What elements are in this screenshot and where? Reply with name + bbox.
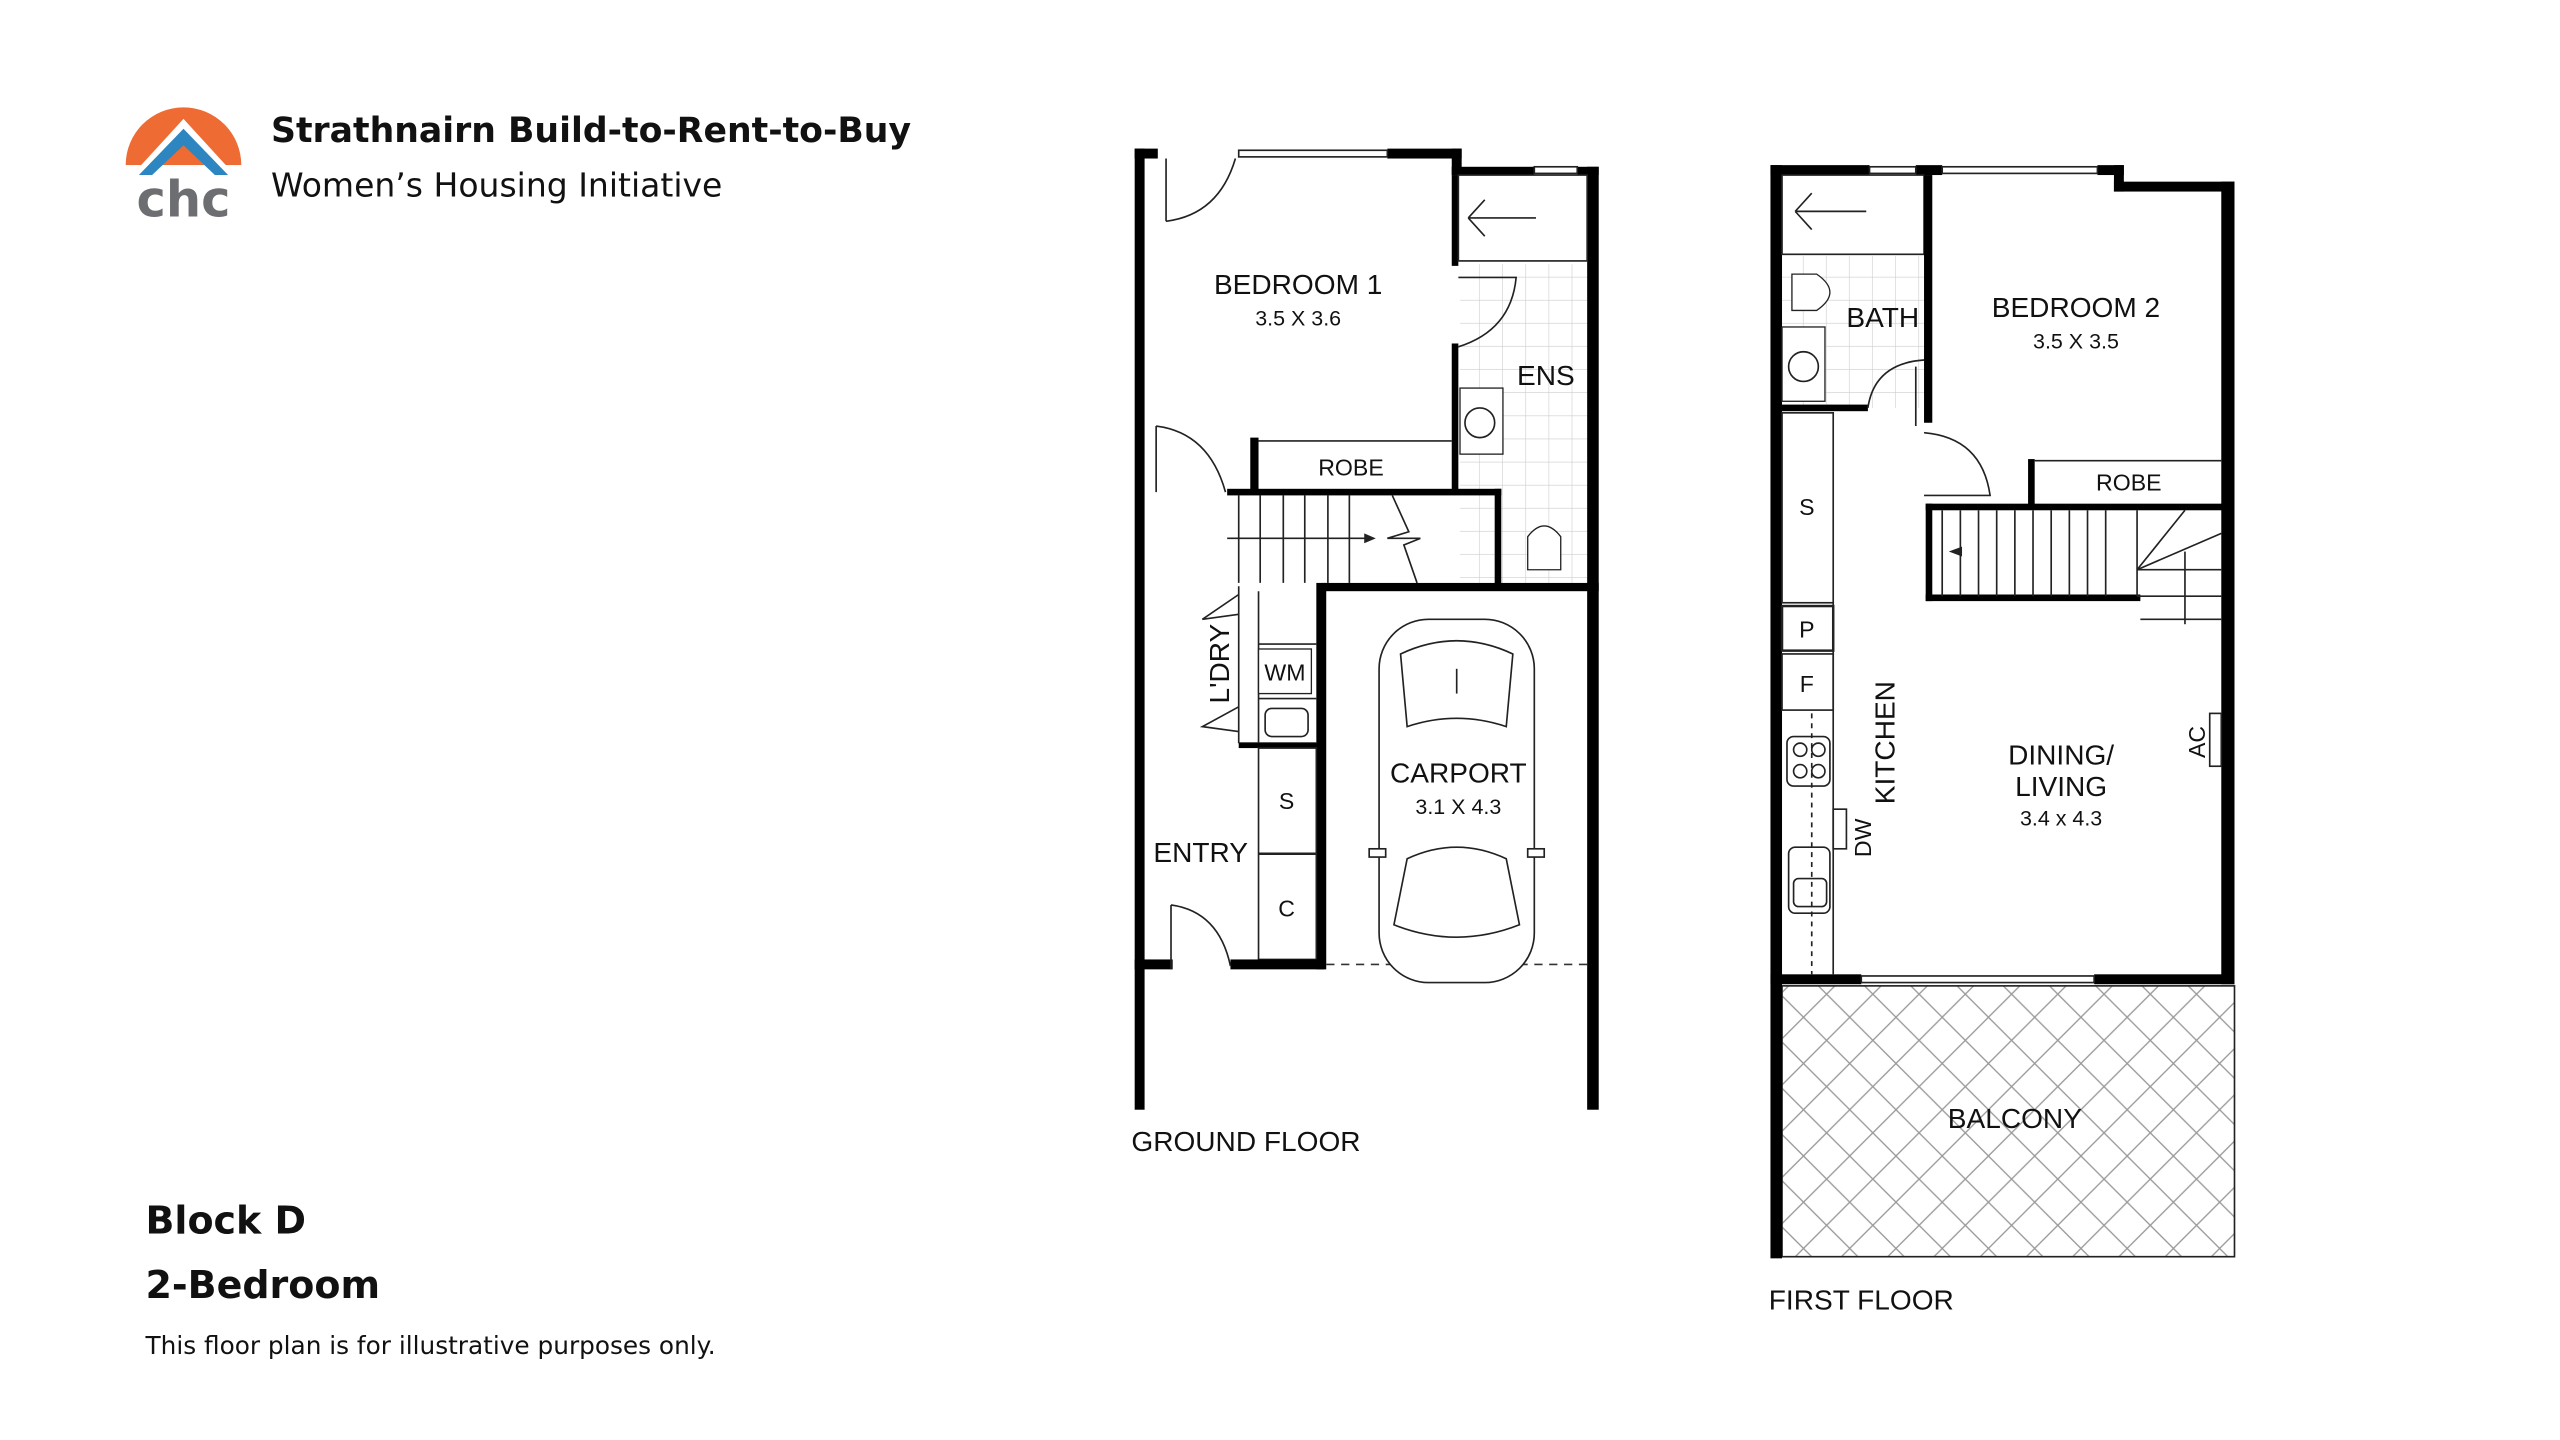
ac-label: AC <box>2184 726 2210 758</box>
unit-type: 2-Bedroom <box>146 1263 381 1307</box>
bedroom2-label: BEDROOM 2 <box>1992 292 2160 323</box>
storage-label: S <box>1279 788 1294 814</box>
dining-living-size: 3.4 x 4.3 <box>2020 807 2102 831</box>
carport-label: CARPORT <box>1390 758 1527 789</box>
chc-logo: chc <box>122 107 245 228</box>
kitchen-label: KITCHEN <box>1869 681 1900 804</box>
fridge-label: F <box>1800 671 1814 697</box>
ground-floor-plan: BEDROOM 1 3.5 X 3.6 ENS ROBE L'DRY WM S … <box>1131 148 1599 1157</box>
dishwasher-label: DW <box>1850 818 1876 857</box>
block-label: Block D <box>146 1199 307 1243</box>
balcony-label: BALCONY <box>1948 1103 2082 1134</box>
robe2-label: ROBE <box>2096 469 2162 495</box>
car-icon <box>1368 618 1546 984</box>
cupboard-label: C <box>1278 896 1295 922</box>
ground-floor-label: GROUND FLOOR <box>1131 1126 1360 1157</box>
bedroom1-size: 3.5 X 3.6 <box>1255 306 1341 330</box>
bedroom1-label: BEDROOM 1 <box>1214 269 1382 300</box>
pantry-label: P <box>1799 616 1814 642</box>
bath-label: BATH <box>1846 302 1919 333</box>
bedroom2-size: 3.5 X 3.5 <box>2033 329 2119 353</box>
first-floor-label: FIRST FLOOR <box>1769 1285 1954 1316</box>
logo-text: chc <box>136 170 230 228</box>
laundry-label: L'DRY <box>1204 623 1235 703</box>
page-subtitle: Women’s Housing Initiative <box>271 166 722 205</box>
ensuite-label: ENS <box>1517 360 1575 391</box>
storage2-label: S <box>1799 494 1814 520</box>
dining-living-label-line1: DINING/ <box>2008 740 2114 771</box>
entry-label: ENTRY <box>1153 837 1248 868</box>
first-floor-plan: BATH BEDROOM 2 3.5 X 3.5 ROBE S P F KITC… <box>1769 165 2236 1316</box>
page-title: Strathnairn Build-to-Rent-to-Buy <box>271 111 911 151</box>
disclaimer: This floor plan is for illustrative purp… <box>145 1331 716 1360</box>
washing-machine-label: WM <box>1264 659 1305 685</box>
logo-roof-icon <box>138 128 229 176</box>
carport-size: 3.1 X 4.3 <box>1415 795 1501 819</box>
balcony-area <box>1781 985 2236 1258</box>
robe-label: ROBE <box>1318 455 1384 481</box>
dining-living-label-line2: LIVING <box>2015 771 2107 802</box>
